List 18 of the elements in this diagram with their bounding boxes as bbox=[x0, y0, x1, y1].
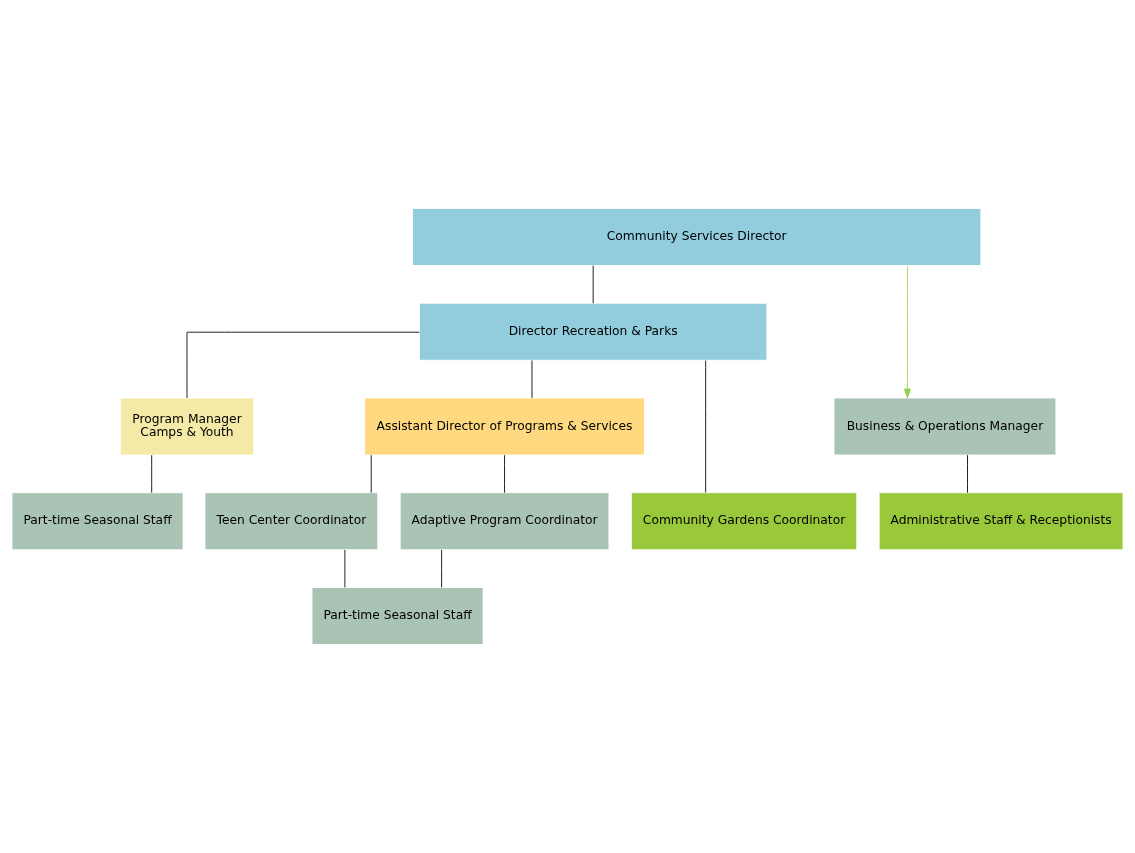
node-box: Administrative Staff & Receptionists bbox=[878, 492, 1124, 551]
connector bbox=[441, 549, 443, 588]
connector bbox=[504, 454, 505, 494]
node-box: Part-time Seasonal Staff bbox=[11, 492, 184, 551]
node-box: Teen Center Coordinator bbox=[204, 492, 379, 551]
connector bbox=[151, 454, 153, 494]
node-box: Adaptive Program Coordinator bbox=[399, 492, 610, 551]
node-box: Program Manager Camps & Youth bbox=[119, 397, 255, 456]
node-box: Director Recreation & Parks bbox=[419, 302, 768, 361]
connector bbox=[705, 360, 707, 493]
arrow bbox=[903, 265, 911, 399]
node-box: Business & Operations Manager bbox=[833, 397, 1057, 456]
node-box: Community Services Director bbox=[412, 208, 982, 266]
connector bbox=[967, 454, 968, 494]
node-box: Assistant Director of Programs & Services bbox=[364, 397, 645, 456]
node-box: Part-time Seasonal Staff bbox=[311, 587, 484, 645]
connector bbox=[186, 331, 420, 399]
node-box: Community Gardens Coordinator bbox=[630, 492, 858, 551]
